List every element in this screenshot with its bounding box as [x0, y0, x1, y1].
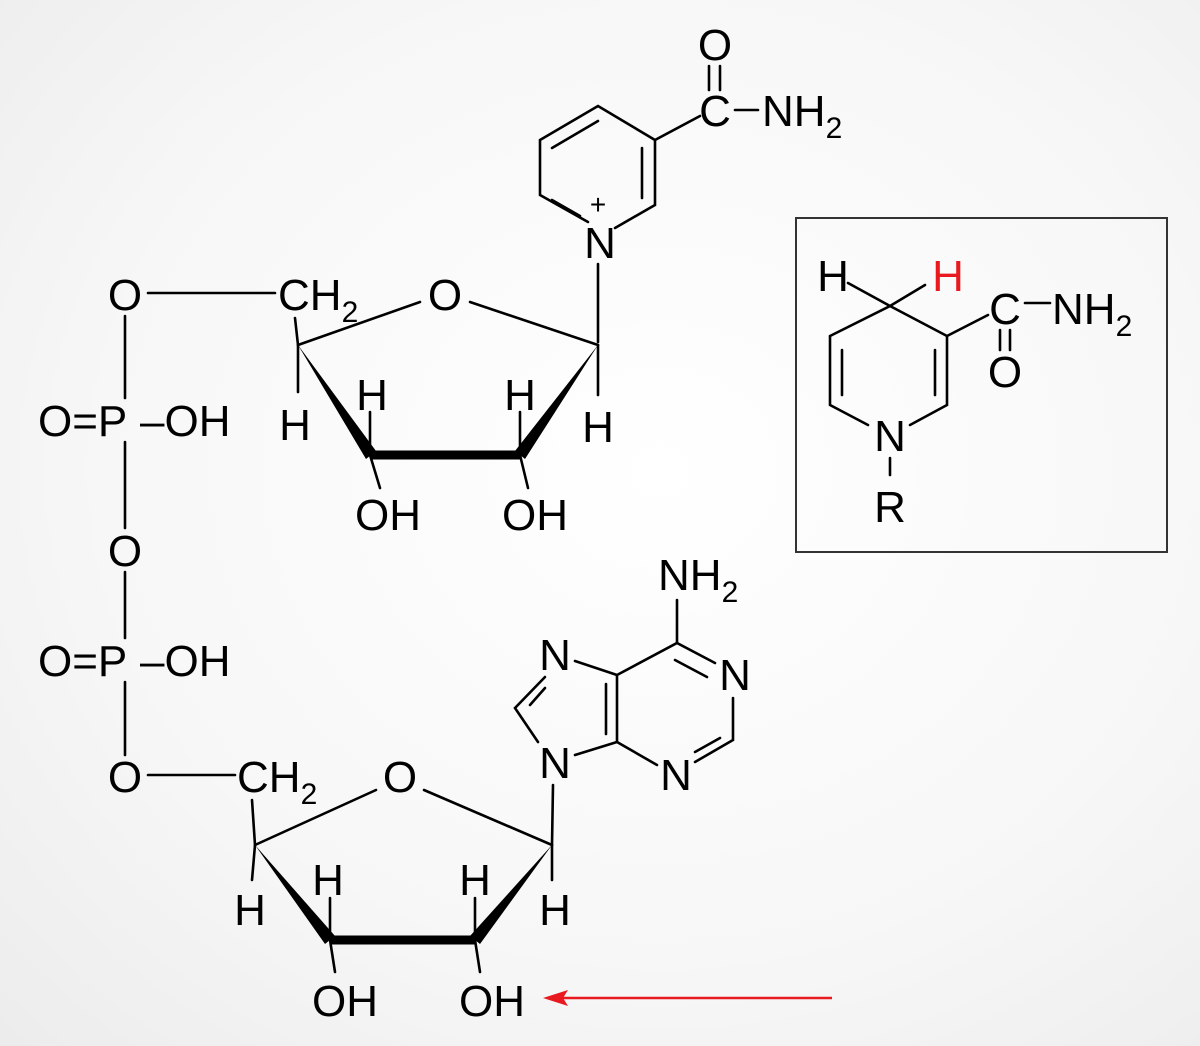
- red-arrow-icon: [543, 990, 832, 1006]
- adenine-nh2: NH2: [658, 551, 738, 609]
- wedge-bond: [515, 345, 598, 459]
- carbonyl-oxygen: O: [988, 348, 1022, 397]
- bond: [828, 304, 892, 427]
- bond: [468, 300, 600, 347]
- hydrogen: H: [356, 371, 388, 420]
- phosphorus-1: O=P: [38, 397, 127, 446]
- nicotinamide-group: O C NH2 N +: [538, 21, 842, 344]
- ch2-label: CH2: [237, 753, 317, 811]
- bond: [693, 696, 735, 764]
- oxygen: O: [108, 753, 142, 802]
- ribose-bottom: CH2 O H H H H OH OH: [234, 753, 571, 1026]
- double-bond: [673, 658, 709, 679]
- amide-nh2: NH2: [1052, 285, 1132, 343]
- oxygen: O: [108, 271, 142, 320]
- adenine-group: NH2 N N N N: [513, 551, 751, 847]
- hydrogen: H: [539, 886, 571, 935]
- positive-charge: +: [590, 189, 606, 220]
- diphosphate-bridge: O O=P –OH O O=P –OH O: [38, 271, 277, 802]
- glycosidic-bond: [550, 783, 555, 847]
- bridging-oxygen: O: [108, 527, 142, 576]
- pyridinium-nitrogen: N: [584, 219, 616, 268]
- r-group: R: [874, 483, 906, 532]
- amide-bond: [653, 114, 702, 142]
- hydrogen: H: [234, 886, 266, 935]
- carbonyl-carbon: C: [699, 87, 731, 136]
- bond: [846, 281, 892, 308]
- hydrogen: H: [279, 401, 311, 450]
- amide-nh2: NH2: [762, 87, 842, 145]
- hydroxyl: –OH: [140, 637, 230, 686]
- bond: [296, 300, 422, 347]
- nitrogen-n9: N: [539, 739, 571, 788]
- ch2-label: CH2: [278, 271, 358, 329]
- hydroxyl: OH: [312, 977, 378, 1026]
- hydrogen: H: [582, 403, 614, 452]
- hydrogen: H: [817, 252, 849, 301]
- bond: [945, 313, 990, 338]
- double-bond: [528, 686, 547, 707]
- hydrogen: H: [459, 856, 491, 905]
- hydroxyl: OH: [355, 491, 421, 540]
- nitrogen-n1: N: [719, 651, 751, 700]
- hydrogen: H: [312, 856, 344, 905]
- bond: [513, 675, 547, 744]
- phosphorus-2: O=P: [38, 637, 127, 686]
- bond: [573, 740, 619, 757]
- bond: [473, 938, 482, 974]
- bond: [615, 641, 717, 767]
- ring-oxygen: O: [428, 271, 462, 320]
- inset-border: [795, 217, 1168, 553]
- bond: [518, 453, 530, 490]
- pyridinium-ring-bonds: [538, 104, 657, 230]
- hydroxyl: OH: [502, 491, 568, 540]
- hydroxyl: –OH: [140, 397, 230, 446]
- ring-double-bond: [550, 198, 582, 218]
- carbonyl-oxygen: O: [698, 21, 732, 70]
- hydroxyl-highlighted: OH: [459, 977, 525, 1026]
- bond: [368, 453, 382, 490]
- ring-nitrogen: N: [874, 412, 906, 461]
- double-bond: [693, 736, 722, 754]
- hydride-hydrogen-red: H: [932, 252, 964, 301]
- bond: [250, 798, 257, 847]
- ribose-top: CH2 O H H H H OH OH: [278, 271, 614, 540]
- ring-oxygen: O: [383, 753, 417, 802]
- bond: [250, 843, 257, 882]
- ring-double-bond: [550, 119, 600, 150]
- hydrogen: H: [504, 371, 536, 420]
- nadh-inset-box: H H C NH2 O N R: [795, 217, 1168, 553]
- bond: [253, 788, 378, 847]
- bond: [888, 283, 927, 308]
- bond: [422, 788, 554, 847]
- wedge-bond: [255, 845, 335, 944]
- nitrogen-n3: N: [660, 751, 692, 800]
- wedge-bond: [298, 345, 376, 459]
- bond: [328, 938, 337, 974]
- bond: [888, 304, 949, 427]
- bond: [573, 659, 619, 677]
- carbonyl-carbon: C: [989, 285, 1021, 334]
- bond: [293, 316, 300, 347]
- wedge-bond: [470, 845, 552, 944]
- nitrogen-n7: N: [539, 631, 571, 680]
